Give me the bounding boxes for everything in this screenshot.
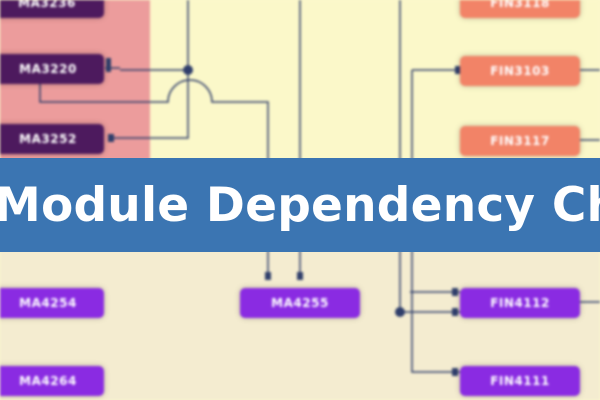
module-node-ma4254[interactable]: MA4254 xyxy=(0,288,104,318)
module-node-fin3118[interactable]: FIN3118 xyxy=(460,0,580,18)
connector-vertical-b xyxy=(399,0,460,313)
module-node-fin4112[interactable]: FIN4112 xyxy=(460,288,580,318)
connector-ma3220-junction xyxy=(105,67,188,71)
junction-dot xyxy=(183,65,193,75)
module-label: MA3236 xyxy=(18,0,76,10)
port-marker xyxy=(108,134,114,142)
module-label: MA4254 xyxy=(19,296,77,310)
port-marker xyxy=(106,58,111,72)
port-marker xyxy=(452,308,458,316)
module-label: FIN3118 xyxy=(490,0,550,10)
module-node-ma3236[interactable]: MA3236 xyxy=(0,0,104,18)
connector-ma3220-ma4255 xyxy=(39,79,269,280)
title-banner: Module Dependency Char xyxy=(0,158,600,252)
module-label: MA4255 xyxy=(271,296,329,310)
module-node-ma4255[interactable]: MA4255 xyxy=(240,288,360,318)
module-node-ma3252[interactable]: MA3252 xyxy=(0,124,104,154)
module-node-ma4264[interactable]: MA4264 xyxy=(0,366,104,396)
module-label: MA3252 xyxy=(19,132,77,146)
port-marker xyxy=(455,66,461,74)
module-label: FIN4112 xyxy=(490,296,550,310)
port-marker xyxy=(265,272,271,280)
page-title: Module Dependency Char xyxy=(0,177,600,233)
connector-junction-ma3252 xyxy=(110,70,189,139)
module-node-fin3103[interactable]: FIN3103 xyxy=(460,56,580,86)
port-marker xyxy=(452,368,458,376)
module-node-fin3117[interactable]: FIN3117 xyxy=(460,126,580,156)
module-label: FIN4111 xyxy=(490,374,550,388)
port-marker xyxy=(297,272,303,280)
module-node-fin4111[interactable]: FIN4111 xyxy=(460,366,580,396)
junction-dot xyxy=(395,307,405,317)
module-label: MA4264 xyxy=(19,374,77,388)
module-label: FIN3103 xyxy=(490,64,550,78)
port-marker xyxy=(452,288,458,296)
module-label: MA3220 xyxy=(19,62,77,76)
module-label: FIN3117 xyxy=(490,134,550,148)
module-node-ma3220[interactable]: MA3220 xyxy=(0,54,104,84)
connector-right-edge xyxy=(580,69,600,303)
